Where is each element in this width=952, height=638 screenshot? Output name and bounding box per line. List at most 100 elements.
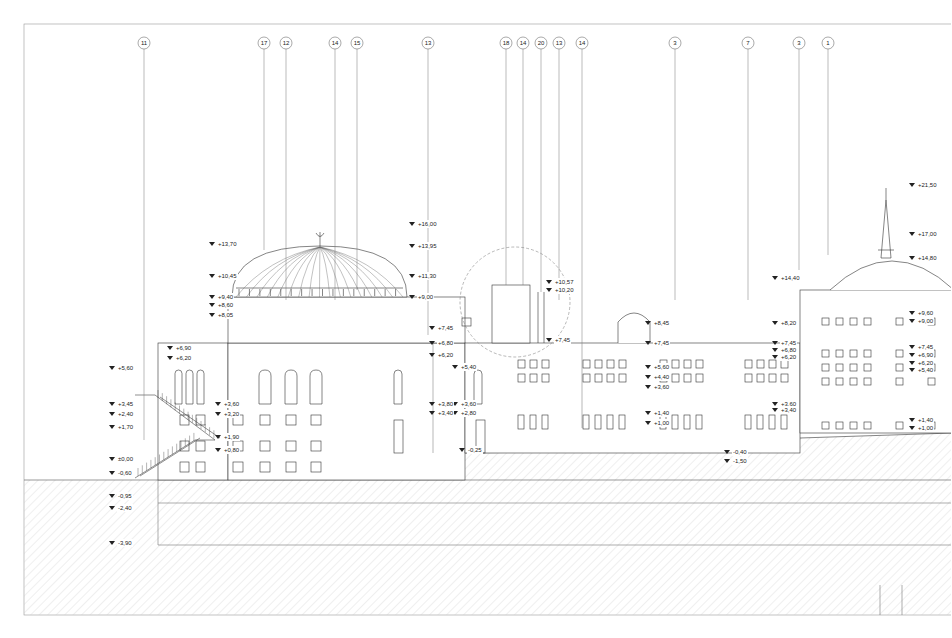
window [180,415,189,425]
level-marker [909,426,915,430]
level-label: +8,20 [780,319,797,327]
level-marker [109,506,115,510]
level-label: +14,80 [917,254,938,262]
stair-rail [142,465,143,473]
window [822,422,829,429]
callout-number: 17 [258,39,270,47]
window [850,318,857,325]
level-marker [409,274,415,278]
stair-rail [193,433,194,441]
window [896,422,903,429]
window [836,350,843,357]
window [286,441,296,451]
dome-rib [267,247,320,297]
window [518,360,525,368]
level-marker [109,412,115,416]
leader-line [675,49,676,300]
dome-rib [288,247,320,297]
level-label: +6,80 [437,339,454,347]
level-marker [909,361,915,365]
drum-pillar [270,289,271,296]
stair-rail [176,444,177,452]
callout-number: 14 [329,39,341,47]
dome-rib [236,247,320,297]
parapet [228,297,465,343]
window [286,415,296,425]
minaret-spire [878,250,894,251]
window [542,374,549,382]
window [696,415,702,429]
dome-rib [299,247,320,297]
window [619,415,625,429]
wall [465,343,800,453]
window [836,364,843,371]
window [542,415,548,429]
level-marker [409,222,415,226]
leader-line [357,49,358,290]
callout-number: 3 [793,39,805,47]
arched-window [310,370,322,404]
level-label: +5,40 [917,366,934,374]
level-marker [772,402,778,406]
level-marker [209,313,215,317]
level-marker [209,295,215,299]
callout-circle [500,37,512,49]
level-label: +1,40 [917,416,934,424]
callout-number: 18 [500,39,512,47]
level-label: +8,60 [217,301,234,309]
level-marker [209,303,215,307]
level-marker [215,412,221,416]
dome-rib [320,247,361,297]
drum-pillar [291,289,292,296]
callout-circle [742,37,754,49]
level-marker [645,411,651,415]
callout-circle [422,37,434,49]
wall [158,343,228,480]
level-marker [429,353,435,357]
level-label: -0,95 [117,492,133,500]
level-label: +11,30 [417,272,437,280]
drum-pillar [353,289,354,296]
window [672,415,678,429]
level-label: +7,45 [554,336,571,344]
level-label: -0,40 [732,448,748,456]
level-label: +5,60 [653,363,670,371]
foundation-line [902,585,903,615]
main-dome [232,246,407,297]
window [928,378,935,385]
level-label: +3,60 [223,400,240,408]
window [864,318,871,325]
level-marker [645,321,651,325]
level-marker [909,353,915,357]
level-label: +3,60 [653,383,670,391]
level-marker [772,355,778,359]
window [180,441,189,451]
window [583,415,589,429]
level-label: +3,40 [437,409,454,417]
level-label: +0,80 [223,446,240,454]
level-label: +3,80 [437,400,454,408]
level-marker [909,232,915,236]
drum-pillar [332,289,333,296]
drum-pillar [239,289,240,296]
callout-number: 7 [742,39,754,47]
wall-line [433,343,434,453]
stair-rail [159,455,160,463]
level-marker [459,448,465,452]
level-label: +13,95 [417,242,438,250]
window [619,360,626,368]
window [864,364,871,371]
level-label: +3,60 [460,400,477,408]
window [864,350,871,357]
stair-rail [172,446,173,454]
leader-line [335,49,336,300]
dome-finial [320,232,321,246]
drum-pillar [385,289,386,296]
window [757,374,764,382]
leader-line [286,49,287,300]
callout-circle [553,37,565,49]
level-label: +1,40 [653,409,670,417]
dome-rib [320,247,372,297]
window [850,422,857,429]
level-marker [452,365,458,369]
